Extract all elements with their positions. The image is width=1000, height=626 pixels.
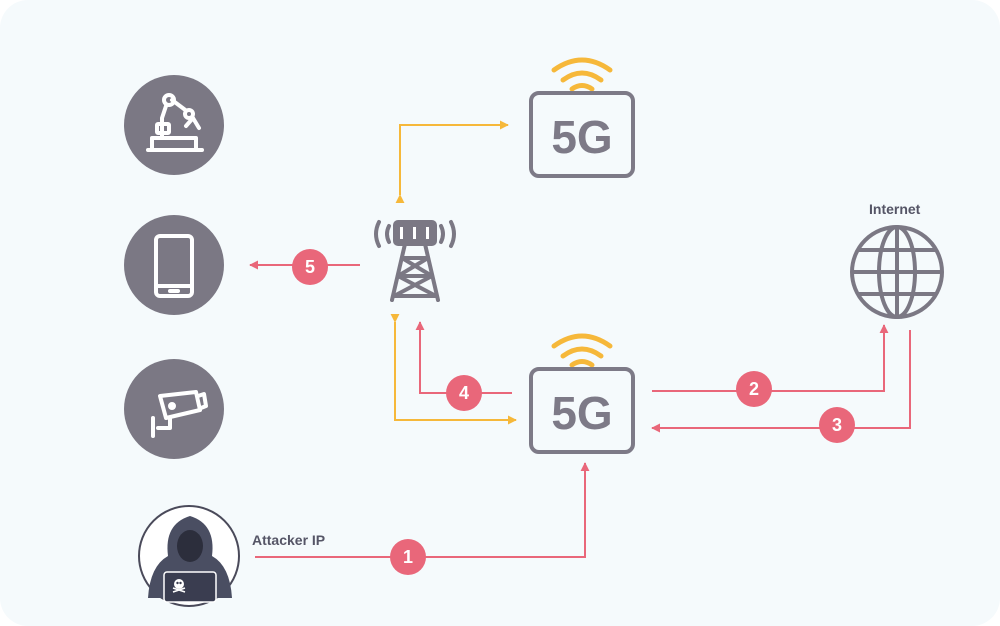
attacker-node (138, 505, 240, 607)
step-badge-2: 2 (736, 371, 772, 407)
tower-to-bottom-5g-link (390, 313, 517, 425)
bottom-5g-node: 5G (529, 333, 635, 454)
smartphone-icon (154, 234, 194, 298)
step-1-arrow (255, 462, 590, 558)
industrial-robot-node (124, 75, 224, 175)
security-camera-icon (151, 390, 208, 438)
hacker-icon (148, 516, 232, 603)
svg-text:1: 1 (403, 547, 413, 567)
step-3-arrow (651, 330, 911, 433)
top-5g-label: 5G (551, 111, 612, 163)
attacker-ip-label: Attacker IP (252, 532, 326, 548)
security-camera-node (124, 359, 224, 459)
internet-label: Internet (869, 201, 921, 217)
wifi-signal-icon (551, 57, 613, 92)
step-badge-1: 1 (390, 539, 426, 575)
step-badge-3: 3 (819, 407, 855, 443)
internet-node (850, 225, 944, 319)
svg-text:3: 3 (832, 415, 842, 435)
svg-text:2: 2 (749, 379, 759, 399)
cell-tower-node (374, 220, 456, 302)
step-badge-5: 5 (292, 249, 328, 285)
bottom-5g-label: 5G (551, 387, 612, 439)
globe-icon (850, 225, 944, 319)
step-badge-4: 4 (446, 375, 482, 411)
smartphone-node (124, 215, 224, 315)
tower-to-top-5g-link (395, 120, 509, 204)
wifi-signal-icon (551, 333, 613, 368)
step-2-arrow (652, 324, 889, 392)
svg-text:4: 4 (459, 383, 469, 403)
svg-text:5: 5 (305, 257, 315, 277)
top-5g-node: 5G (529, 57, 635, 178)
robot-arm-icon (146, 93, 204, 152)
